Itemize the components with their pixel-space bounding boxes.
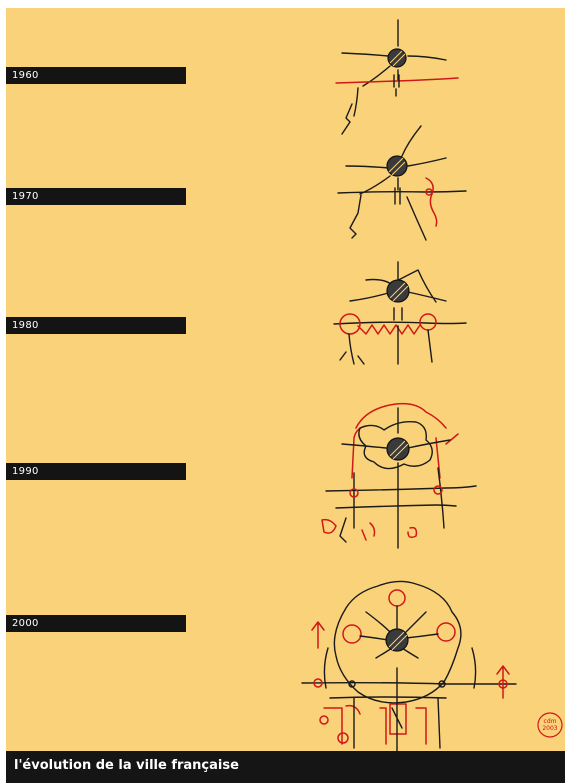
signature-stamp: cdm 2003 bbox=[538, 713, 562, 737]
signature-text: cdm bbox=[544, 718, 557, 725]
sketch-1970 bbox=[338, 126, 466, 240]
footer-title: l'évolution de la ville française bbox=[14, 756, 239, 776]
footer-bar: l'évolution de la ville française bbox=[6, 751, 565, 783]
sketch-1980 bbox=[334, 262, 466, 364]
poster: 1960 1970 1980 1990 2000 bbox=[6, 8, 565, 783]
svg-text:2003: 2003 bbox=[542, 725, 557, 732]
sketch-1990 bbox=[322, 404, 476, 548]
sketch-2000 bbox=[302, 581, 516, 751]
city-evolution-sketches: cdm 2003 bbox=[6, 8, 565, 751]
sketch-1960 bbox=[336, 20, 458, 134]
